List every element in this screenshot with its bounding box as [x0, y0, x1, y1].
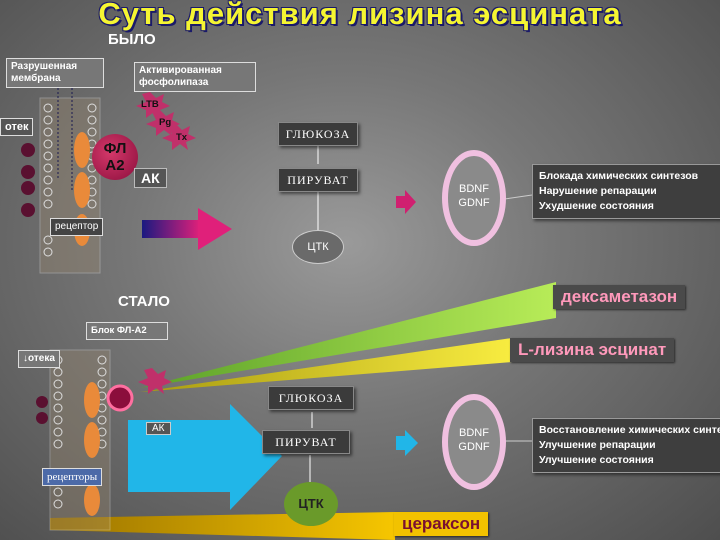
tx-label: Tx: [176, 132, 188, 143]
ctk-oval-before: ЦТК: [292, 230, 344, 264]
pyruvate-box-before: ПИРУВАТ: [278, 168, 358, 192]
membrane-before: [39, 97, 101, 274]
fl-a2-enzyme: ФЛ А2: [92, 134, 138, 180]
lysine-beam: [140, 338, 512, 392]
effects-before: Блокада химических синтезов Нарушение ре…: [532, 164, 720, 219]
dexamethasone-beam: [140, 282, 556, 388]
effect-after-1: Восстановление химических синтезов: [539, 424, 720, 436]
after-label: СТАЛО: [118, 293, 170, 310]
ctk-oval-after: ЦТК: [284, 482, 338, 526]
edema-label: отек: [0, 118, 34, 136]
ltb-burst: [136, 92, 170, 118]
pyruvate-box-after: ПИРУВАТ: [262, 430, 350, 454]
membrane-after: [49, 349, 111, 531]
glucose-box-after: ГЛЮКОЗА: [268, 386, 354, 410]
ak-label-before: АК: [134, 168, 167, 188]
fl-block-label: Блок ФЛ-А2: [86, 322, 168, 340]
slide-title: Суть действия лизина эсцината: [98, 0, 622, 31]
effect-before-3: Ухудшение состояния: [539, 200, 654, 212]
purple-arrow-shaft: [142, 220, 200, 238]
edema-reduced-label: ↓отека: [18, 350, 60, 368]
gdnf-label-after: GDNF: [458, 441, 490, 453]
damage-spots-before: [21, 143, 35, 217]
bdnf-ring-after: BDNF GDNF: [442, 394, 506, 490]
before-label: БЫЛО: [108, 31, 156, 48]
damage-spots-after: [36, 396, 48, 424]
ctk-label-after: ЦТК: [298, 496, 324, 511]
ceraxon-label: цераксон: [394, 512, 489, 536]
damaged-membrane-label: Разрушенная мембрана: [6, 58, 104, 88]
effect-before-2: Нарушение репарации: [539, 185, 657, 197]
pg-burst: [146, 110, 180, 136]
effect-after-2: Улучшение репарации: [539, 439, 656, 451]
glucose-box-before: ГЛЮКОЗА: [278, 122, 358, 146]
lysine-label: L-лизина эсцинат: [510, 338, 675, 362]
effect-after-3: Улучшение состояния: [539, 454, 654, 466]
cyan-arrow: [128, 404, 282, 510]
pg-label: Pg: [159, 117, 172, 128]
bdnf-label-before: BDNF: [459, 183, 489, 195]
receptors-label: рецепторы: [42, 468, 103, 486]
effect-before-1: Блокада химических синтезов: [539, 170, 699, 182]
purple-arrow-head: [198, 208, 232, 250]
bdnf-label-after: BDNF: [459, 427, 489, 439]
activated-phospholipase-label: Активированная фосфолипаза: [134, 62, 256, 92]
dexamethasone-label: дексаметазон: [553, 285, 686, 309]
effects-after: Восстановление химических синтезов Улучш…: [532, 418, 720, 473]
tx-burst: [162, 124, 196, 150]
ctk-label-before: ЦТК: [307, 241, 329, 253]
ltb-label: LTB: [141, 99, 159, 110]
ak-label-after: АК: [146, 422, 171, 435]
bdnf-ring-before: BDNF GDNF: [442, 150, 506, 246]
gdnf-label-before: GDNF: [458, 197, 490, 209]
receptor-label: рецептор: [50, 218, 104, 236]
